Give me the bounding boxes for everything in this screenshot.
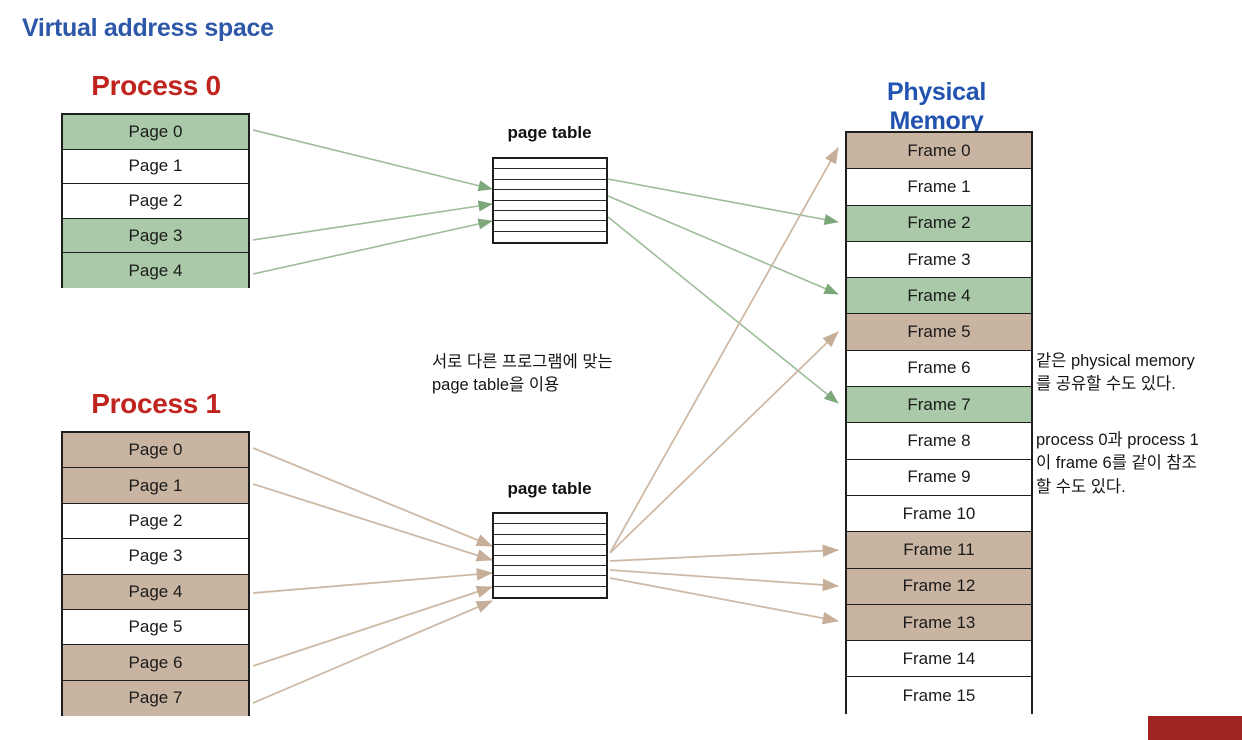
physical-memory-frame-row: Frame 13 xyxy=(847,604,1031,642)
physical-memory-title: Physical Memory xyxy=(886,78,987,135)
page-table-bottom-entry xyxy=(494,524,606,535)
physical-memory-frame-label: Frame 7 xyxy=(907,394,971,414)
page-table-top-entry xyxy=(494,180,606,191)
physical-memory-frame-list: Frame 0 Frame 1 Frame 2 Frame 3 Frame 4 Frame… xyxy=(845,131,1033,714)
process0-page-row: Page 2 xyxy=(63,184,248,219)
process1-page-label: Page 3 xyxy=(128,546,183,566)
process1-title: Process 1 xyxy=(91,388,221,419)
physical-memory-frame-label: Frame 1 xyxy=(907,176,971,196)
process1-page-label: Page 6 xyxy=(128,652,183,672)
page-table-bottom-entry xyxy=(494,514,606,525)
physical-memory-frame-label: Frame 14 xyxy=(902,648,976,668)
process0-title: Process 0 xyxy=(91,70,221,101)
arrows-process0-to-pagetable xyxy=(252,129,493,275)
process0-page-label: Page 3 xyxy=(128,225,183,245)
note-frame6-shared: process 0과 process 1 이 frame 6를 같이 참조 할 … xyxy=(1036,431,1199,496)
physical-memory-frame-label: Frame 9 xyxy=(907,467,971,487)
physical-memory-frame-row: Frame 2 xyxy=(847,205,1031,242)
process0-page-row: Page 4 xyxy=(63,253,248,288)
page-table-top-label: page table xyxy=(507,123,592,142)
physical-memory-frame-label: Frame 8 xyxy=(907,431,971,451)
physical-memory-frame-row: Frame 0 xyxy=(847,133,1031,170)
page-table-bottom-entry xyxy=(494,587,606,597)
physical-memory-frame-label: Frame 6 xyxy=(907,358,971,378)
process0-page-row: Page 0 xyxy=(63,115,248,150)
physical-memory-frame-row: Frame 1 xyxy=(847,169,1031,206)
arrows-process1-to-pagetable xyxy=(252,447,493,704)
physical-memory-frame-label: Frame 13 xyxy=(902,612,976,632)
physical-memory-frame-label: Frame 15 xyxy=(902,685,976,705)
physical-memory-frame-label: Frame 3 xyxy=(907,249,971,269)
process1-page-row: Page 2 xyxy=(63,503,248,540)
page-table-bottom-label: page table xyxy=(507,479,592,498)
process1-page-row: Page 5 xyxy=(63,609,248,646)
physical-memory-frame-row: Frame 12 xyxy=(847,568,1031,605)
process0-page-label: Page 1 xyxy=(128,156,183,176)
physical-memory-frame-row: Frame 10 xyxy=(847,495,1031,533)
process1-page-label: Page 7 xyxy=(128,688,183,708)
process1-page-label: Page 0 xyxy=(128,440,183,460)
physical-memory-frame-label: Frame 10 xyxy=(902,503,976,523)
page-table-top xyxy=(492,157,608,244)
physical-memory-frame-label: Frame 5 xyxy=(907,322,971,342)
process0-page-list: Page 0 Page 1 Page 2 Page 3 Page 4 xyxy=(61,113,250,288)
process1-page-label: Page 1 xyxy=(128,475,183,495)
page-table-top-entry xyxy=(494,201,606,211)
process0-page-label: Page 2 xyxy=(128,190,183,210)
page-table-bottom-entry xyxy=(494,556,606,566)
page-table-top-entry xyxy=(494,211,606,222)
corner-accent-bar xyxy=(1148,716,1242,740)
page-table-top-entry xyxy=(494,190,606,201)
physical-memory-frame-row: Frame 5 xyxy=(847,314,1031,351)
process0-page-label: Page 0 xyxy=(128,121,183,141)
page-title: Virtual address space xyxy=(22,14,274,42)
physical-memory-frame-row: Frame 15 xyxy=(847,677,1031,714)
physical-memory-frame-row: Frame 8 xyxy=(847,423,1031,460)
physical-memory-frame-row: Frame 9 xyxy=(847,459,1031,496)
note-shared-memory: 같은 physical memory 를 공유할 수도 있다. xyxy=(1036,352,1195,394)
page-table-bottom xyxy=(492,512,608,599)
process1-page-row: Page 4 xyxy=(63,574,248,610)
page-table-top-entry xyxy=(494,169,606,180)
process0-page-row: Page 3 xyxy=(63,218,248,254)
physical-memory-frame-label: Frame 4 xyxy=(907,285,971,305)
page-table-bottom-entry xyxy=(494,535,606,546)
physical-memory-frame-row: Frame 14 xyxy=(847,641,1031,678)
physical-memory-frame-row: Frame 7 xyxy=(847,387,1031,424)
note-middle: 서로 다른 프로그램에 맞는 page table을 이용 xyxy=(432,353,613,395)
physical-memory-frame-label: Frame 11 xyxy=(903,539,975,559)
page-table-top-entry xyxy=(494,221,606,232)
physical-memory-frame-row: Frame 6 xyxy=(847,350,1031,388)
physical-memory-frame-label: Frame 12 xyxy=(902,576,976,596)
process0-page-row: Page 1 xyxy=(63,149,248,185)
page-table-bottom-entry xyxy=(494,576,606,587)
process0-page-label: Page 4 xyxy=(128,260,183,280)
physical-memory-frame-row: Frame 11 xyxy=(847,532,1031,569)
physical-memory-frame-row: Frame 4 xyxy=(847,278,1031,315)
physical-memory-frame-label: Frame 0 xyxy=(907,140,971,160)
process1-page-row: Page 7 xyxy=(63,680,248,717)
page-table-bottom-entry xyxy=(494,566,606,577)
process1-page-row: Page 0 xyxy=(63,433,248,469)
physical-memory-frame-label: Frame 2 xyxy=(907,213,971,233)
process1-page-row: Page 3 xyxy=(63,539,248,575)
page-table-top-entry xyxy=(494,232,606,242)
process1-page-row: Page 1 xyxy=(63,468,248,504)
page-table-top-entry xyxy=(494,159,606,170)
process1-page-label: Page 2 xyxy=(128,510,183,530)
page-table-bottom-entry xyxy=(494,545,606,556)
process1-page-list: Page 0 Page 1 Page 2 Page 3 Page 4 Page 5 Page… xyxy=(61,431,250,717)
process1-page-label: Page 4 xyxy=(128,581,183,601)
process1-page-label: Page 5 xyxy=(128,617,183,637)
physical-memory-frame-row: Frame 3 xyxy=(847,241,1031,279)
process1-page-row: Page 6 xyxy=(63,645,248,681)
